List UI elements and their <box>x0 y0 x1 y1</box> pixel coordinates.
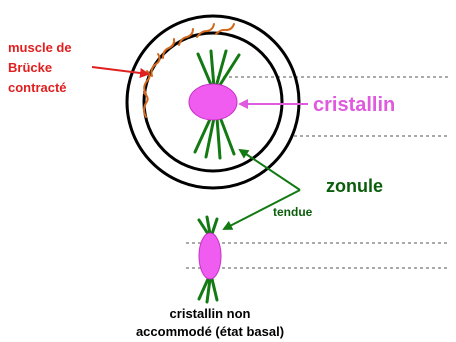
caption-line2: accommodé (état basal) <box>136 324 284 339</box>
lens-main <box>189 84 237 120</box>
zonule-arrow-upper <box>240 150 300 190</box>
caption-line1: cristallin non <box>170 306 251 321</box>
zonule-label: zonule <box>326 176 383 196</box>
muscle-arrow <box>92 67 148 74</box>
muscle-label-line1: muscle de <box>8 40 72 55</box>
muscle-label-line3: contracté <box>8 80 67 95</box>
cristallin-label: cristallin <box>313 94 395 116</box>
muscle-label-line2: Brücke <box>8 60 52 75</box>
tendue-label: tendue <box>273 205 313 219</box>
lens-unaccommodated <box>199 233 221 279</box>
